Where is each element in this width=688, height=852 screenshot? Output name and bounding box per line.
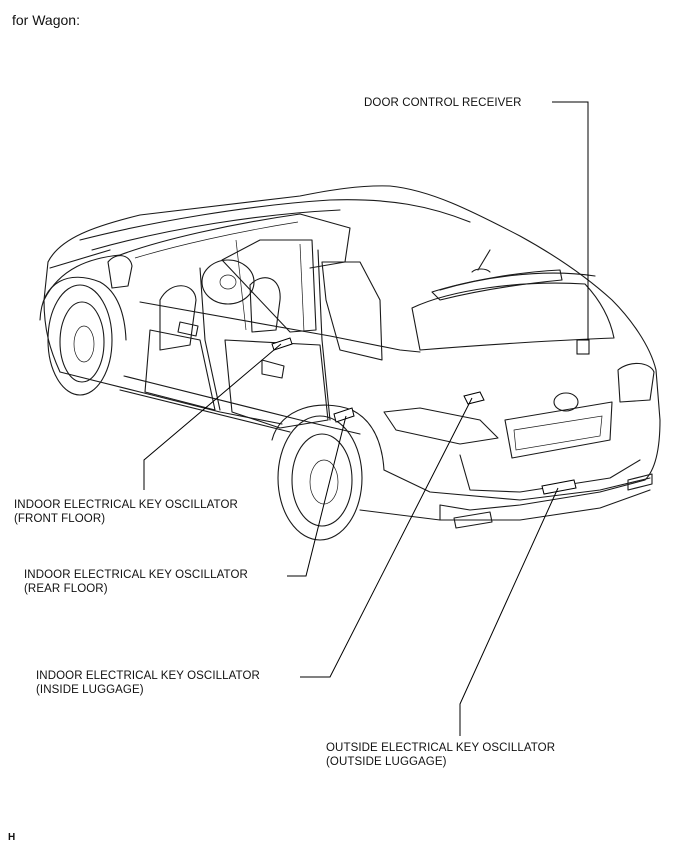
diagram-title: for Wagon: xyxy=(12,12,80,28)
leader-outside-luggage xyxy=(459,487,559,736)
outside-luggage-oscillator-part xyxy=(541,479,577,495)
label-line: (REAR FLOOR) xyxy=(24,583,108,595)
label-line: INDOOR ELECTRICAL KEY OSCILLATOR xyxy=(14,499,238,511)
vehicle-outline xyxy=(39,185,661,541)
leader-door-control-receiver xyxy=(552,101,589,340)
label-outside-luggage-oscillator: OUTSIDE ELECTRICAL KEY OSCILLATOR (OUTSI… xyxy=(326,741,555,769)
leader-rear-floor xyxy=(287,415,347,577)
leader-front-floor xyxy=(143,343,282,490)
label-rear-floor-oscillator: INDOOR ELECTRICAL KEY OSCILLATOR (REAR F… xyxy=(24,568,248,596)
label-line: (FRONT FLOOR) xyxy=(14,513,106,525)
label-line: DOOR CONTROL RECEIVER xyxy=(364,97,522,109)
label-front-floor-oscillator: INDOOR ELECTRICAL KEY OSCILLATOR (FRONT … xyxy=(14,498,238,526)
rear-floor-oscillator-part xyxy=(333,407,355,423)
label-line: INDOOR ELECTRICAL KEY OSCILLATOR xyxy=(36,670,260,682)
label-line: INDOOR ELECTRICAL KEY OSCILLATOR xyxy=(24,569,248,581)
corner-mark: H xyxy=(8,832,16,843)
components xyxy=(271,337,590,495)
label-line: OUTSIDE ELECTRICAL KEY OSCILLATOR xyxy=(326,742,556,754)
label-line: (OUTSIDE LUGGAGE) xyxy=(326,756,447,768)
door-control-receiver-part xyxy=(576,339,590,355)
label-inside-luggage-oscillator: INDOOR ELECTRICAL KEY OSCILLATOR (INSIDE… xyxy=(36,669,260,697)
front-floor-oscillator-part xyxy=(271,337,293,351)
label-door-control-receiver: DOOR CONTROL RECEIVER xyxy=(364,96,522,110)
leader-inside-luggage xyxy=(300,397,473,678)
leader-lines xyxy=(143,101,589,736)
inside-luggage-oscillator-part xyxy=(463,391,485,405)
label-line: (INSIDE LUGGAGE) xyxy=(36,684,144,696)
